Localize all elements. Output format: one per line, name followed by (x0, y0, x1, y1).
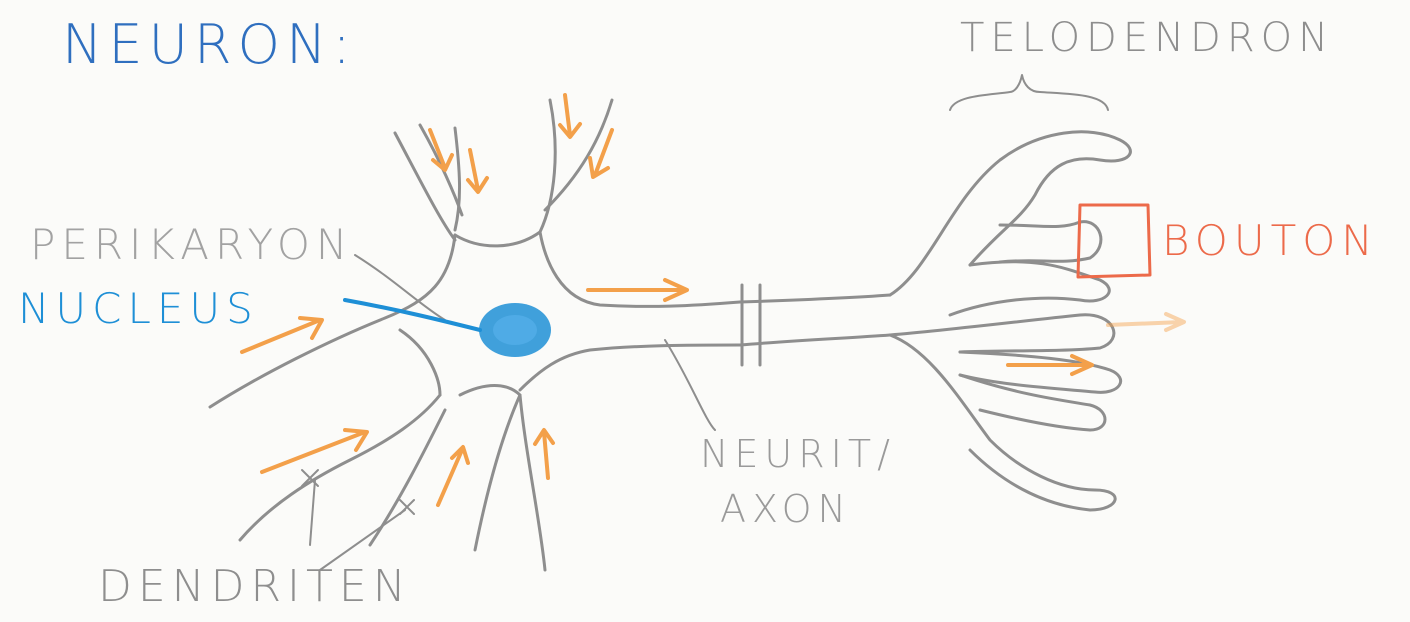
nucleus-leader (343, 298, 482, 332)
dendrite-lower-mid-b (473, 393, 522, 552)
perikaryon-leader (354, 254, 446, 321)
telodendron-branches (888, 74, 1132, 512)
bouton-box (1076, 203, 1152, 279)
dendrite-soma-lower (398, 328, 442, 397)
arrow-icon (1106, 312, 1186, 332)
dendrite-upper-right-branch (543, 98, 614, 212)
soma-and-dendrites (208, 98, 742, 572)
telodendron-brace (949, 74, 1109, 111)
dendrite-lower-left-b (368, 408, 447, 547)
dendrite-upper-left (393, 131, 457, 242)
soma-outline-bottom (518, 343, 742, 392)
cross-mark-1 (301, 469, 319, 487)
soma-outline-top (453, 230, 742, 308)
dendrite-upper-mid (453, 126, 462, 232)
axon (738, 283, 892, 367)
label-neurit: NEURIT/ (700, 432, 896, 476)
neurit-leader (664, 339, 716, 431)
axon-bottom-line (738, 333, 892, 347)
nucleus-shape (343, 298, 551, 357)
cross-mark-2 (399, 499, 415, 515)
dendrite-lower-left (238, 393, 442, 542)
arrow-icon (260, 428, 369, 474)
label-nucleus: NUCLEUS (18, 284, 259, 333)
arrow-icon (588, 128, 614, 179)
arrow-icon (558, 93, 582, 139)
arrow-icon (533, 428, 555, 480)
page-title: NEURON: (62, 13, 357, 76)
arrow-icon (1006, 354, 1094, 376)
dendrite-upper-right (538, 98, 557, 234)
axon-top-line (738, 293, 892, 304)
dendriten-leader-a (309, 479, 316, 546)
label-dendriten: DENDRITEN (98, 561, 412, 612)
soma-outline-left (208, 233, 457, 409)
dendrite-lower-mid (458, 384, 547, 572)
arrow-icon (428, 128, 454, 172)
arrow-icon (240, 316, 324, 354)
label-axon: AXON (720, 487, 852, 531)
dendriten-leader-b (319, 509, 406, 571)
label-perikaryon: PERIKARYON (30, 220, 354, 269)
label-telodendron: TELODENDRON (960, 15, 1335, 61)
arrow-icon (586, 278, 689, 302)
arrow-icon (436, 445, 470, 507)
label-bouton: BOUTON (1162, 216, 1379, 265)
signal-arrows (240, 93, 1186, 507)
arrow-icon (466, 148, 489, 194)
